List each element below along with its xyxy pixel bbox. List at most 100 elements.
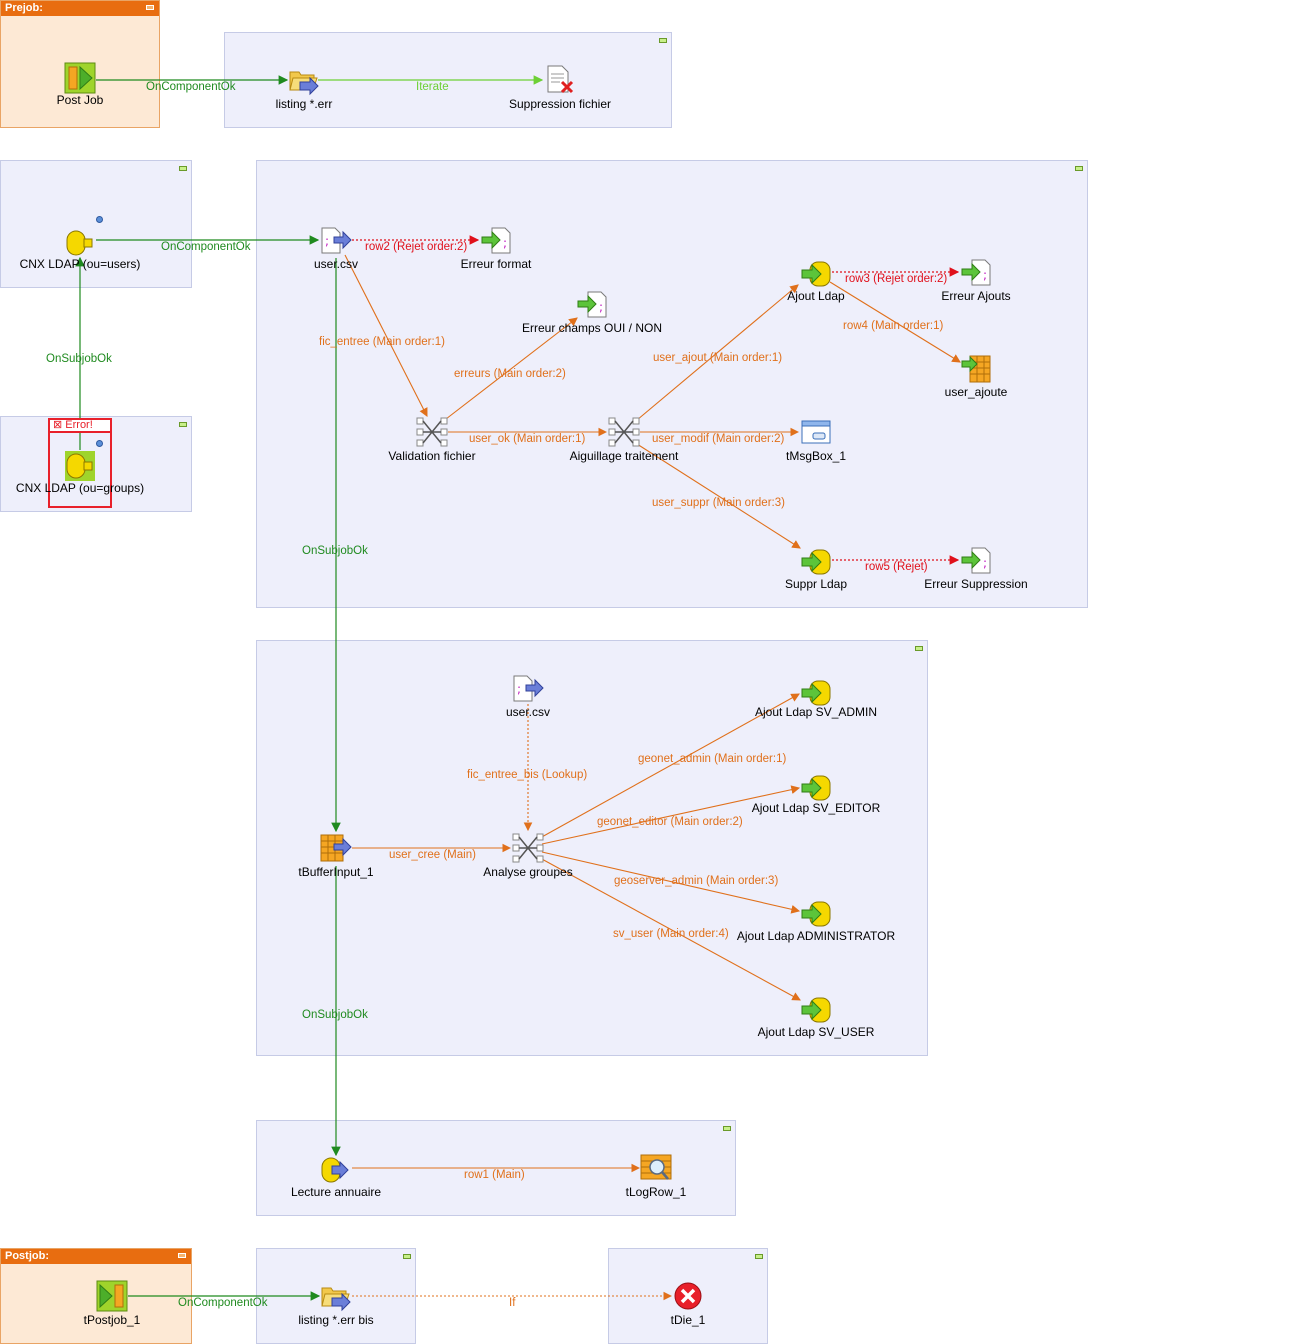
error-highlight[interactable]: ⊠ Error! [48,418,112,508]
svg-text:;: ; [983,268,987,282]
link-sv-user[interactable] [539,857,801,1001]
collapse-icon[interactable] [179,166,187,171]
flow-label[interactable]: OnComponentOk [146,81,236,93]
component-erreur-champs[interactable]: ; [576,289,608,321]
flow-label[interactable]: erreurs (Main order:2) [454,368,566,380]
flow-label[interactable]: row3 (Rejet order:2) [845,273,948,285]
flow-label[interactable]: OnSubjobOk [46,353,112,365]
flow-label[interactable]: geonet_admin (Main order:1) [638,753,787,765]
component-listing-err[interactable] [288,64,320,96]
flow-label[interactable]: sv_user (Main order:4) [613,928,729,940]
component-tmsgbox[interactable] [800,416,832,448]
link-erreurs[interactable] [445,317,578,420]
component-suppr-ldap[interactable] [800,546,832,578]
component-aiguillage[interactable] [608,416,640,448]
folder-list-icon [289,71,319,96]
component-tdie[interactable] [672,1280,704,1312]
link-geoserver-admin[interactable] [541,851,801,914]
link-geonet-editor[interactable] [541,785,801,845]
collapse-icon[interactable] [403,1254,411,1259]
component-tlogrow[interactable] [640,1152,672,1184]
flow-label[interactable]: row1 (Main) [464,1169,525,1181]
flow-label[interactable]: OnSubjobOk [302,545,368,557]
collapse-icon[interactable] [659,38,667,43]
component-post-job[interactable] [64,62,96,94]
collapse-icon[interactable] [915,646,923,651]
info-icon[interactable] [96,440,103,447]
link-row4[interactable] [829,281,961,363]
collapse-icon[interactable] [179,422,187,427]
component-label: Ajout Ldap SV_ADMIN [754,705,878,719]
collapse-icon[interactable] [178,1253,186,1258]
component-suppression-fichier[interactable] [544,64,576,96]
flow-label[interactable]: row5 (Rejet) [865,561,928,573]
flow-label[interactable]: row4 (Main order:1) [843,320,944,332]
component-erreur-format[interactable]: ; [480,225,512,257]
component-label: Ajout Ldap SV_EDITOR [751,801,881,815]
prejob-subjob[interactable]: Prejob: [0,0,160,128]
component-ajout-sv-editor[interactable] [800,772,832,804]
subjob-cnx-users[interactable] [0,160,192,288]
component-label: tLogRow_1 [625,1185,687,1199]
component-label: Erreur Suppression [924,577,1028,591]
link-user-suppr[interactable] [636,443,801,549]
collapse-icon[interactable] [1075,166,1083,171]
flow-label[interactable]: geonet_editor (Main order:2) [597,816,743,828]
component-erreur-suppression[interactable]: ; [960,545,992,577]
flow-label[interactable]: OnComponentOk [178,1297,268,1309]
component-label: Analyse groupes [483,865,573,879]
link-fic-entree[interactable] [344,254,428,417]
flow-label[interactable]: If [509,1297,516,1309]
flow-label[interactable]: user_cree (Main) [389,849,476,861]
component-tbufferinput[interactable] [320,832,352,864]
flow-label[interactable]: user_modif (Main order:2) [652,433,785,445]
component-user-ajoute[interactable] [960,353,992,385]
component-label: Suppr Ldap [784,577,848,591]
flow-label[interactable]: user_suppr (Main order:3) [652,497,785,509]
component-user-csv[interactable]: ; [320,225,352,257]
component-label: user_ajoute [944,385,1008,399]
flow-label[interactable]: user_ajout (Main order:1) [653,352,783,364]
postjob-title: Postjob: [5,1250,49,1262]
flow-label[interactable]: OnComponentOk [161,241,251,253]
component-label: listing *.err [275,97,333,111]
flow-label[interactable]: row2 (Rejet order:2) [365,241,468,253]
collapse-icon[interactable] [755,1254,763,1259]
component-ajout-sv-user[interactable] [800,994,832,1026]
flow-label[interactable]: geoserver_admin (Main order:3) [614,875,779,887]
component-tpostjob[interactable] [96,1280,128,1312]
component-erreur-ajouts[interactable]: ; [960,257,992,289]
component-ajout-sv-admin[interactable] [800,677,832,709]
excel-output-icon [961,355,991,383]
component-cnx-ldap-users[interactable] [64,227,96,259]
file-output-icon: ; [961,259,991,286]
subjob-tdie[interactable] [608,1248,768,1344]
component-user-csv-2[interactable]: ; [512,673,544,705]
flow-label[interactable]: fic_entree (Main order:1) [319,336,445,348]
flow-label[interactable]: user_ok (Main order:1) [469,433,586,445]
collapse-icon[interactable] [723,1126,731,1131]
link-geonet-admin[interactable] [539,693,800,839]
flow-label[interactable]: fic_entree_bis (Lookup) [467,769,588,781]
component-ajout-ldap[interactable] [800,258,832,290]
component-validation-fichier[interactable] [416,416,448,448]
component-label: Ajout Ldap [787,289,845,303]
svg-text:;: ; [503,236,507,250]
component-analyse-groupes[interactable] [512,832,544,864]
component-ajout-administrator[interactable] [800,898,832,930]
subjob-main-processing[interactable] [256,160,1088,608]
component-cnx-ldap-groups[interactable] [64,450,96,482]
component-label: Validation fichier [388,449,476,463]
component-lecture-annuaire[interactable] [320,1154,352,1186]
flow-label[interactable]: Iterate [416,81,449,93]
ldap-output-icon [801,997,831,1023]
error-text: Error! [65,419,93,431]
error-icon: ⊠ [53,419,66,431]
component-label: CNX LDAP (ou=users) [19,257,141,271]
link-user-ajout[interactable] [636,284,799,421]
info-icon[interactable] [96,216,103,223]
flow-label[interactable]: OnSubjobOk [302,1009,368,1021]
collapse-icon[interactable] [146,5,154,10]
component-listing-err-bis[interactable] [320,1280,352,1312]
